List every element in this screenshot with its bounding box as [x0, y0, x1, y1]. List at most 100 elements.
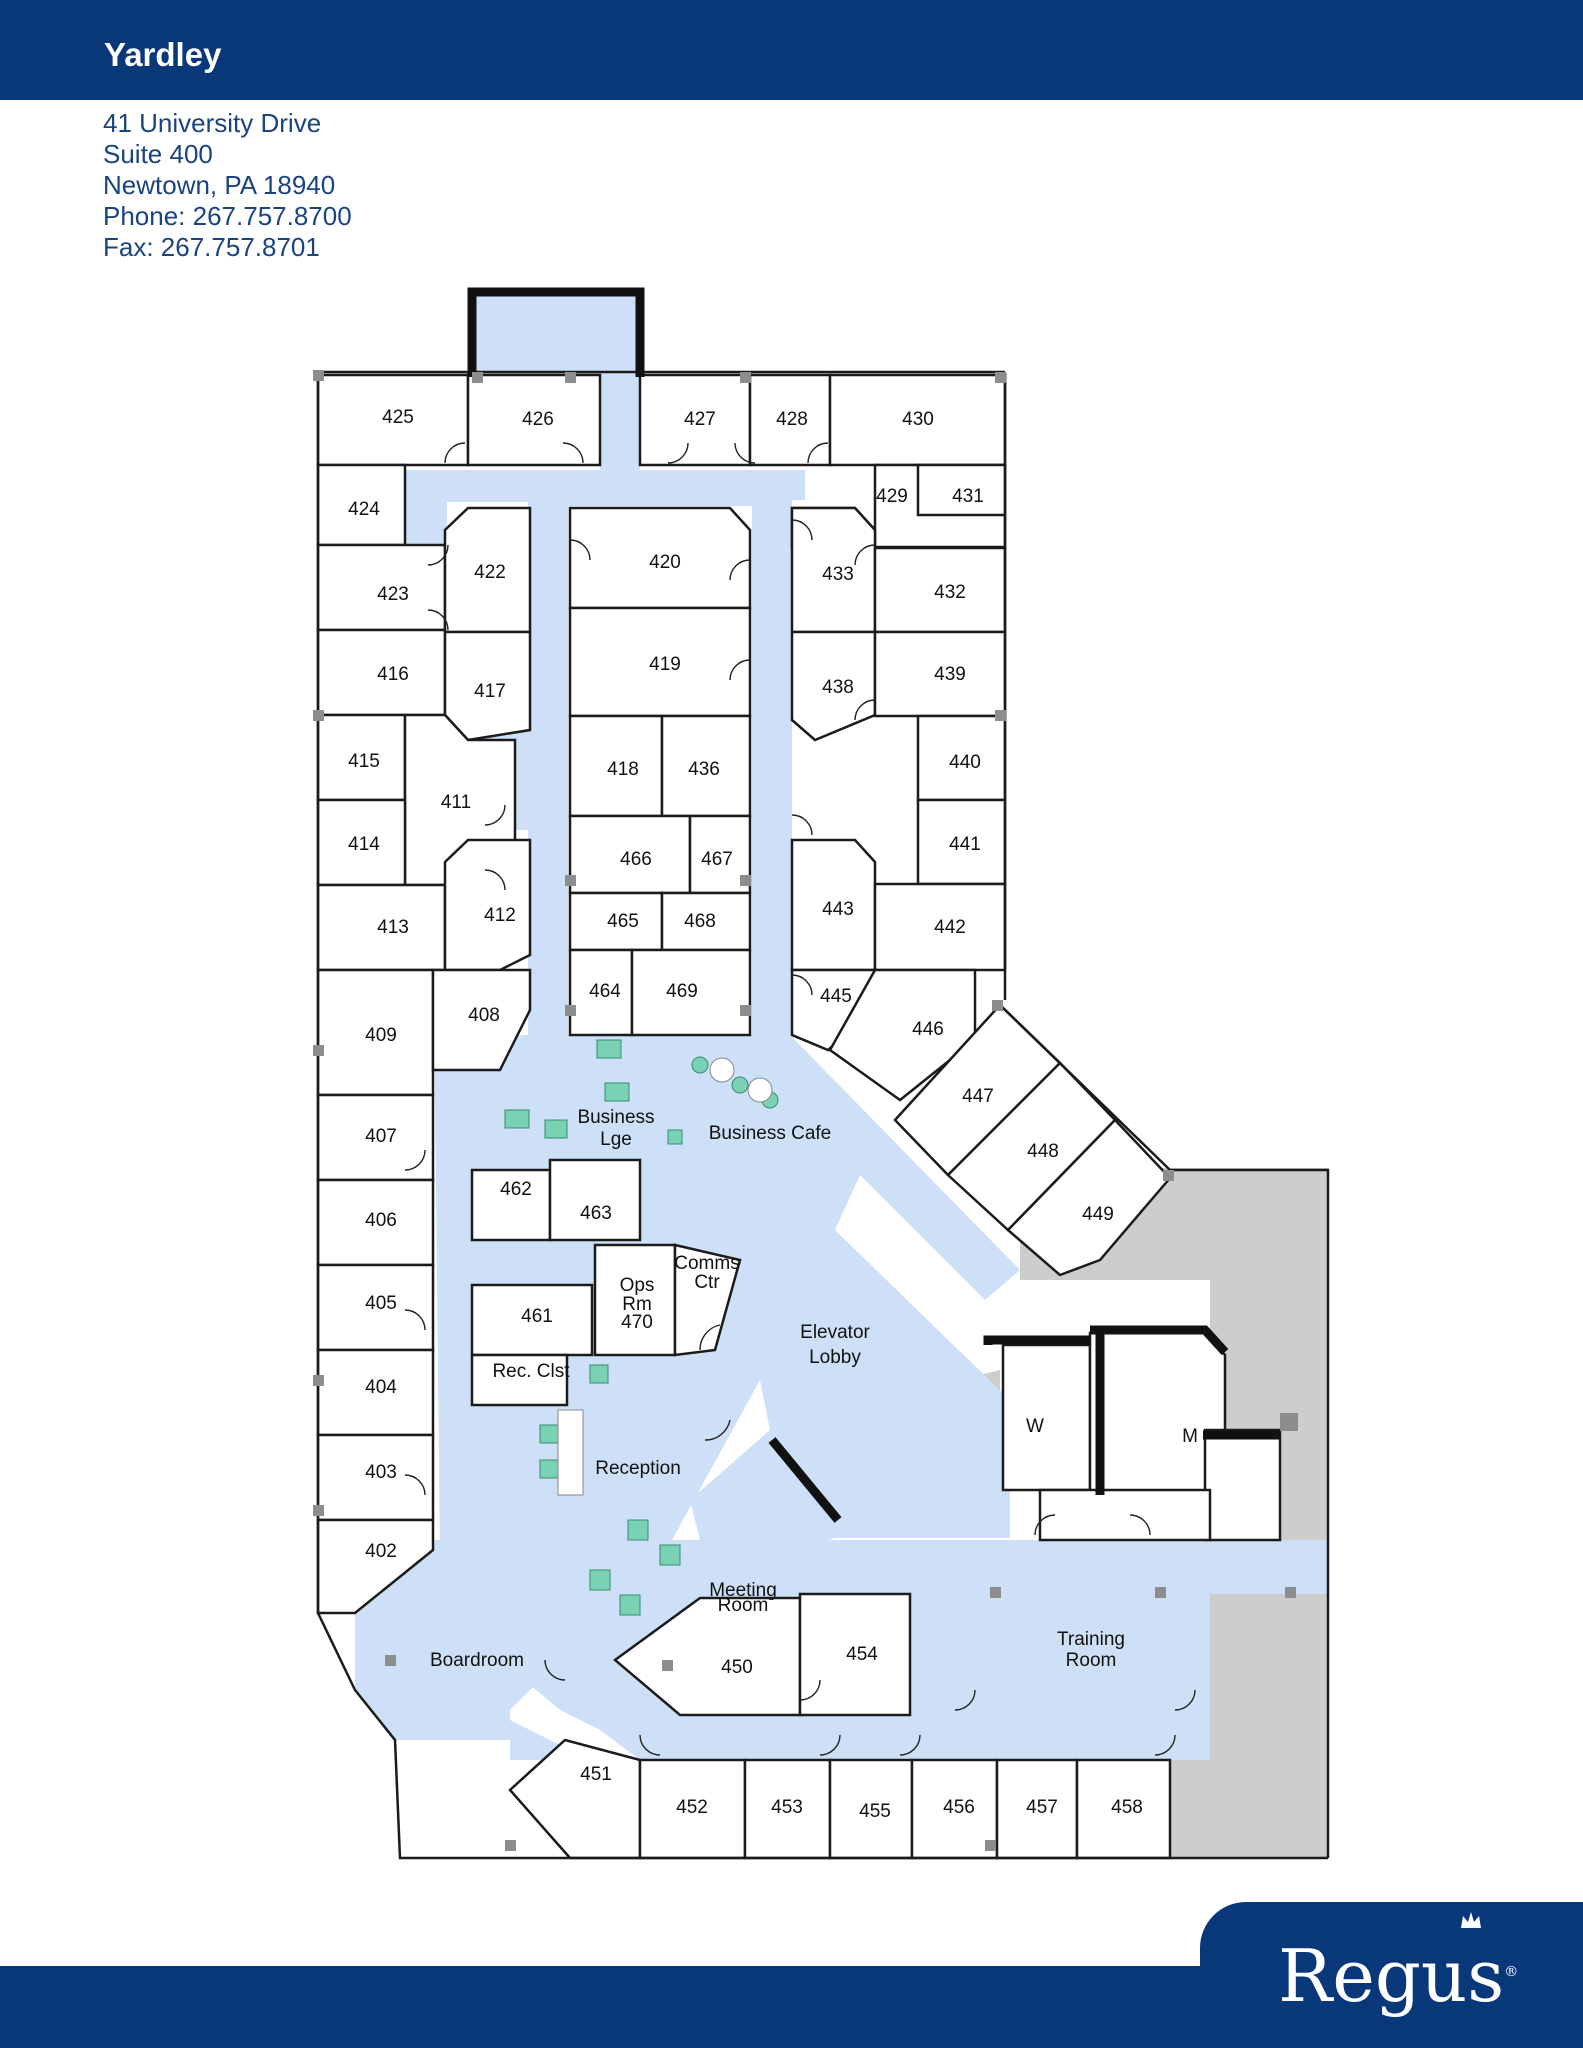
- columns: [313, 370, 1298, 1851]
- room-outlines: [316, 373, 1282, 1860]
- corridor-stair: [600, 375, 640, 470]
- room-404: 404: [365, 1377, 397, 1398]
- ops-room-label-1: Ops: [620, 1275, 655, 1296]
- room-456: 456: [943, 1797, 975, 1818]
- room-413: 413: [377, 917, 409, 938]
- room-402: 402: [365, 1541, 397, 1562]
- room-443: 443: [822, 899, 854, 920]
- room-469: 469: [666, 981, 698, 1002]
- service-area-southeast: [1170, 1594, 1328, 1858]
- room-466: 466: [620, 849, 652, 870]
- room-425: 425: [382, 407, 414, 428]
- mens-restroom-label: M: [1182, 1426, 1198, 1447]
- address-phone: Phone: 267.757.8700: [103, 201, 352, 231]
- address-block: 41 University Drive Suite 400 Newtown, P…: [103, 108, 352, 263]
- room-417: 417: [474, 681, 506, 702]
- room-407: 407: [365, 1126, 397, 1147]
- room-429: 429: [876, 486, 908, 507]
- room-427: 427: [684, 409, 716, 430]
- elevator-lobby-label-2: Lobby: [809, 1347, 861, 1368]
- room-426: 426: [522, 409, 554, 430]
- ops-room-label-2: Rm: [622, 1294, 652, 1315]
- room-414: 414: [348, 834, 380, 855]
- reception-label: Reception: [595, 1458, 681, 1479]
- corridor-east: [752, 470, 792, 1035]
- room-467: 467: [701, 849, 733, 870]
- room-451: 451: [580, 1764, 612, 1785]
- room-448: 448: [1027, 1141, 1059, 1162]
- room-457: 457: [1026, 1797, 1058, 1818]
- logo-tab: [1200, 1902, 1583, 2048]
- corridor-west-link: [405, 470, 530, 545]
- room-449: 449: [1082, 1204, 1114, 1225]
- page-title: Yardley: [104, 36, 222, 73]
- business-cafe-label: Business Cafe: [709, 1123, 832, 1144]
- room-labels: 425 426 427 428 430 429 431 424 423 422 …: [348, 407, 1143, 1822]
- header-bar: Yardley: [0, 0, 1583, 100]
- room-409: 409: [365, 1025, 397, 1046]
- room-445: 445: [820, 986, 852, 1007]
- room-416: 416: [377, 664, 409, 685]
- room-408: 408: [468, 1005, 500, 1026]
- boardroom-area: [355, 1553, 590, 1760]
- room-462: 462: [500, 1179, 532, 1200]
- room-453: 453: [771, 1797, 803, 1818]
- training-room-area: [955, 1594, 1210, 1715]
- room-440: 440: [949, 752, 981, 773]
- address-city: Newtown, PA 18940: [103, 170, 336, 200]
- registered-mark: ®: [1504, 1964, 1519, 1980]
- room-446: 446: [912, 1019, 944, 1040]
- room-455: 455: [859, 1801, 891, 1822]
- training-room-label-2: Room: [1066, 1650, 1117, 1671]
- corridor-centre-north: [528, 470, 792, 506]
- womens-restroom-label: W: [1026, 1416, 1044, 1437]
- ops-room-label-3: 470: [621, 1312, 653, 1333]
- room-450: 450: [721, 1657, 753, 1678]
- room-441: 441: [949, 834, 981, 855]
- room-430: 430: [902, 409, 934, 430]
- furniture: [504, 1039, 779, 1616]
- room-428: 428: [776, 409, 808, 430]
- room-432: 432: [934, 582, 966, 603]
- room-463: 463: [580, 1203, 612, 1224]
- comms-centre-label-2: Ctr: [694, 1272, 720, 1293]
- address-suite: Suite 400: [103, 139, 213, 169]
- room-406: 406: [365, 1210, 397, 1231]
- room-418: 418: [607, 759, 639, 780]
- room-465: 465: [607, 911, 639, 932]
- room-458: 458: [1111, 1797, 1143, 1818]
- room-464: 464: [589, 981, 621, 1002]
- training-room-label-1: Training: [1057, 1629, 1125, 1650]
- room-442: 442: [934, 917, 966, 938]
- business-lounge-label-1: Business: [577, 1107, 654, 1128]
- outer-walls: [316, 287, 1330, 1860]
- room-461: 461: [521, 1306, 553, 1327]
- reception-closet-label: Rec. Clst: [492, 1361, 570, 1382]
- room-403: 403: [365, 1462, 397, 1483]
- meeting-room-label-2: Room: [718, 1595, 769, 1616]
- boardroom-label: Boardroom: [430, 1650, 524, 1671]
- room-405: 405: [365, 1293, 397, 1314]
- elevator-lobby-label-1: Elevator: [800, 1322, 870, 1343]
- doors: [404, 442, 1196, 1756]
- room-436: 436: [688, 759, 720, 780]
- area-labels: Business Lge Business Cafe Comms Ctr Ops…: [430, 1107, 1198, 1671]
- address-fax: Fax: 267.757.8701: [103, 232, 320, 262]
- address-street: 41 University Drive: [103, 108, 322, 138]
- room-419: 419: [649, 654, 681, 675]
- comms-centre-label-1: Comms: [674, 1253, 739, 1274]
- room-422: 422: [474, 562, 506, 583]
- room-431: 431: [952, 486, 984, 507]
- room-420: 420: [649, 552, 681, 573]
- room-468: 468: [684, 911, 716, 932]
- meeting-room-label-1: Meeting: [709, 1580, 777, 1601]
- room-447: 447: [962, 1086, 994, 1107]
- room-438: 438: [822, 677, 854, 698]
- room-415: 415: [348, 751, 380, 772]
- stair-north: [472, 292, 640, 377]
- room-439: 439: [934, 664, 966, 685]
- room-452: 452: [676, 1797, 708, 1818]
- room-433: 433: [822, 564, 854, 585]
- room-411: 411: [441, 792, 471, 813]
